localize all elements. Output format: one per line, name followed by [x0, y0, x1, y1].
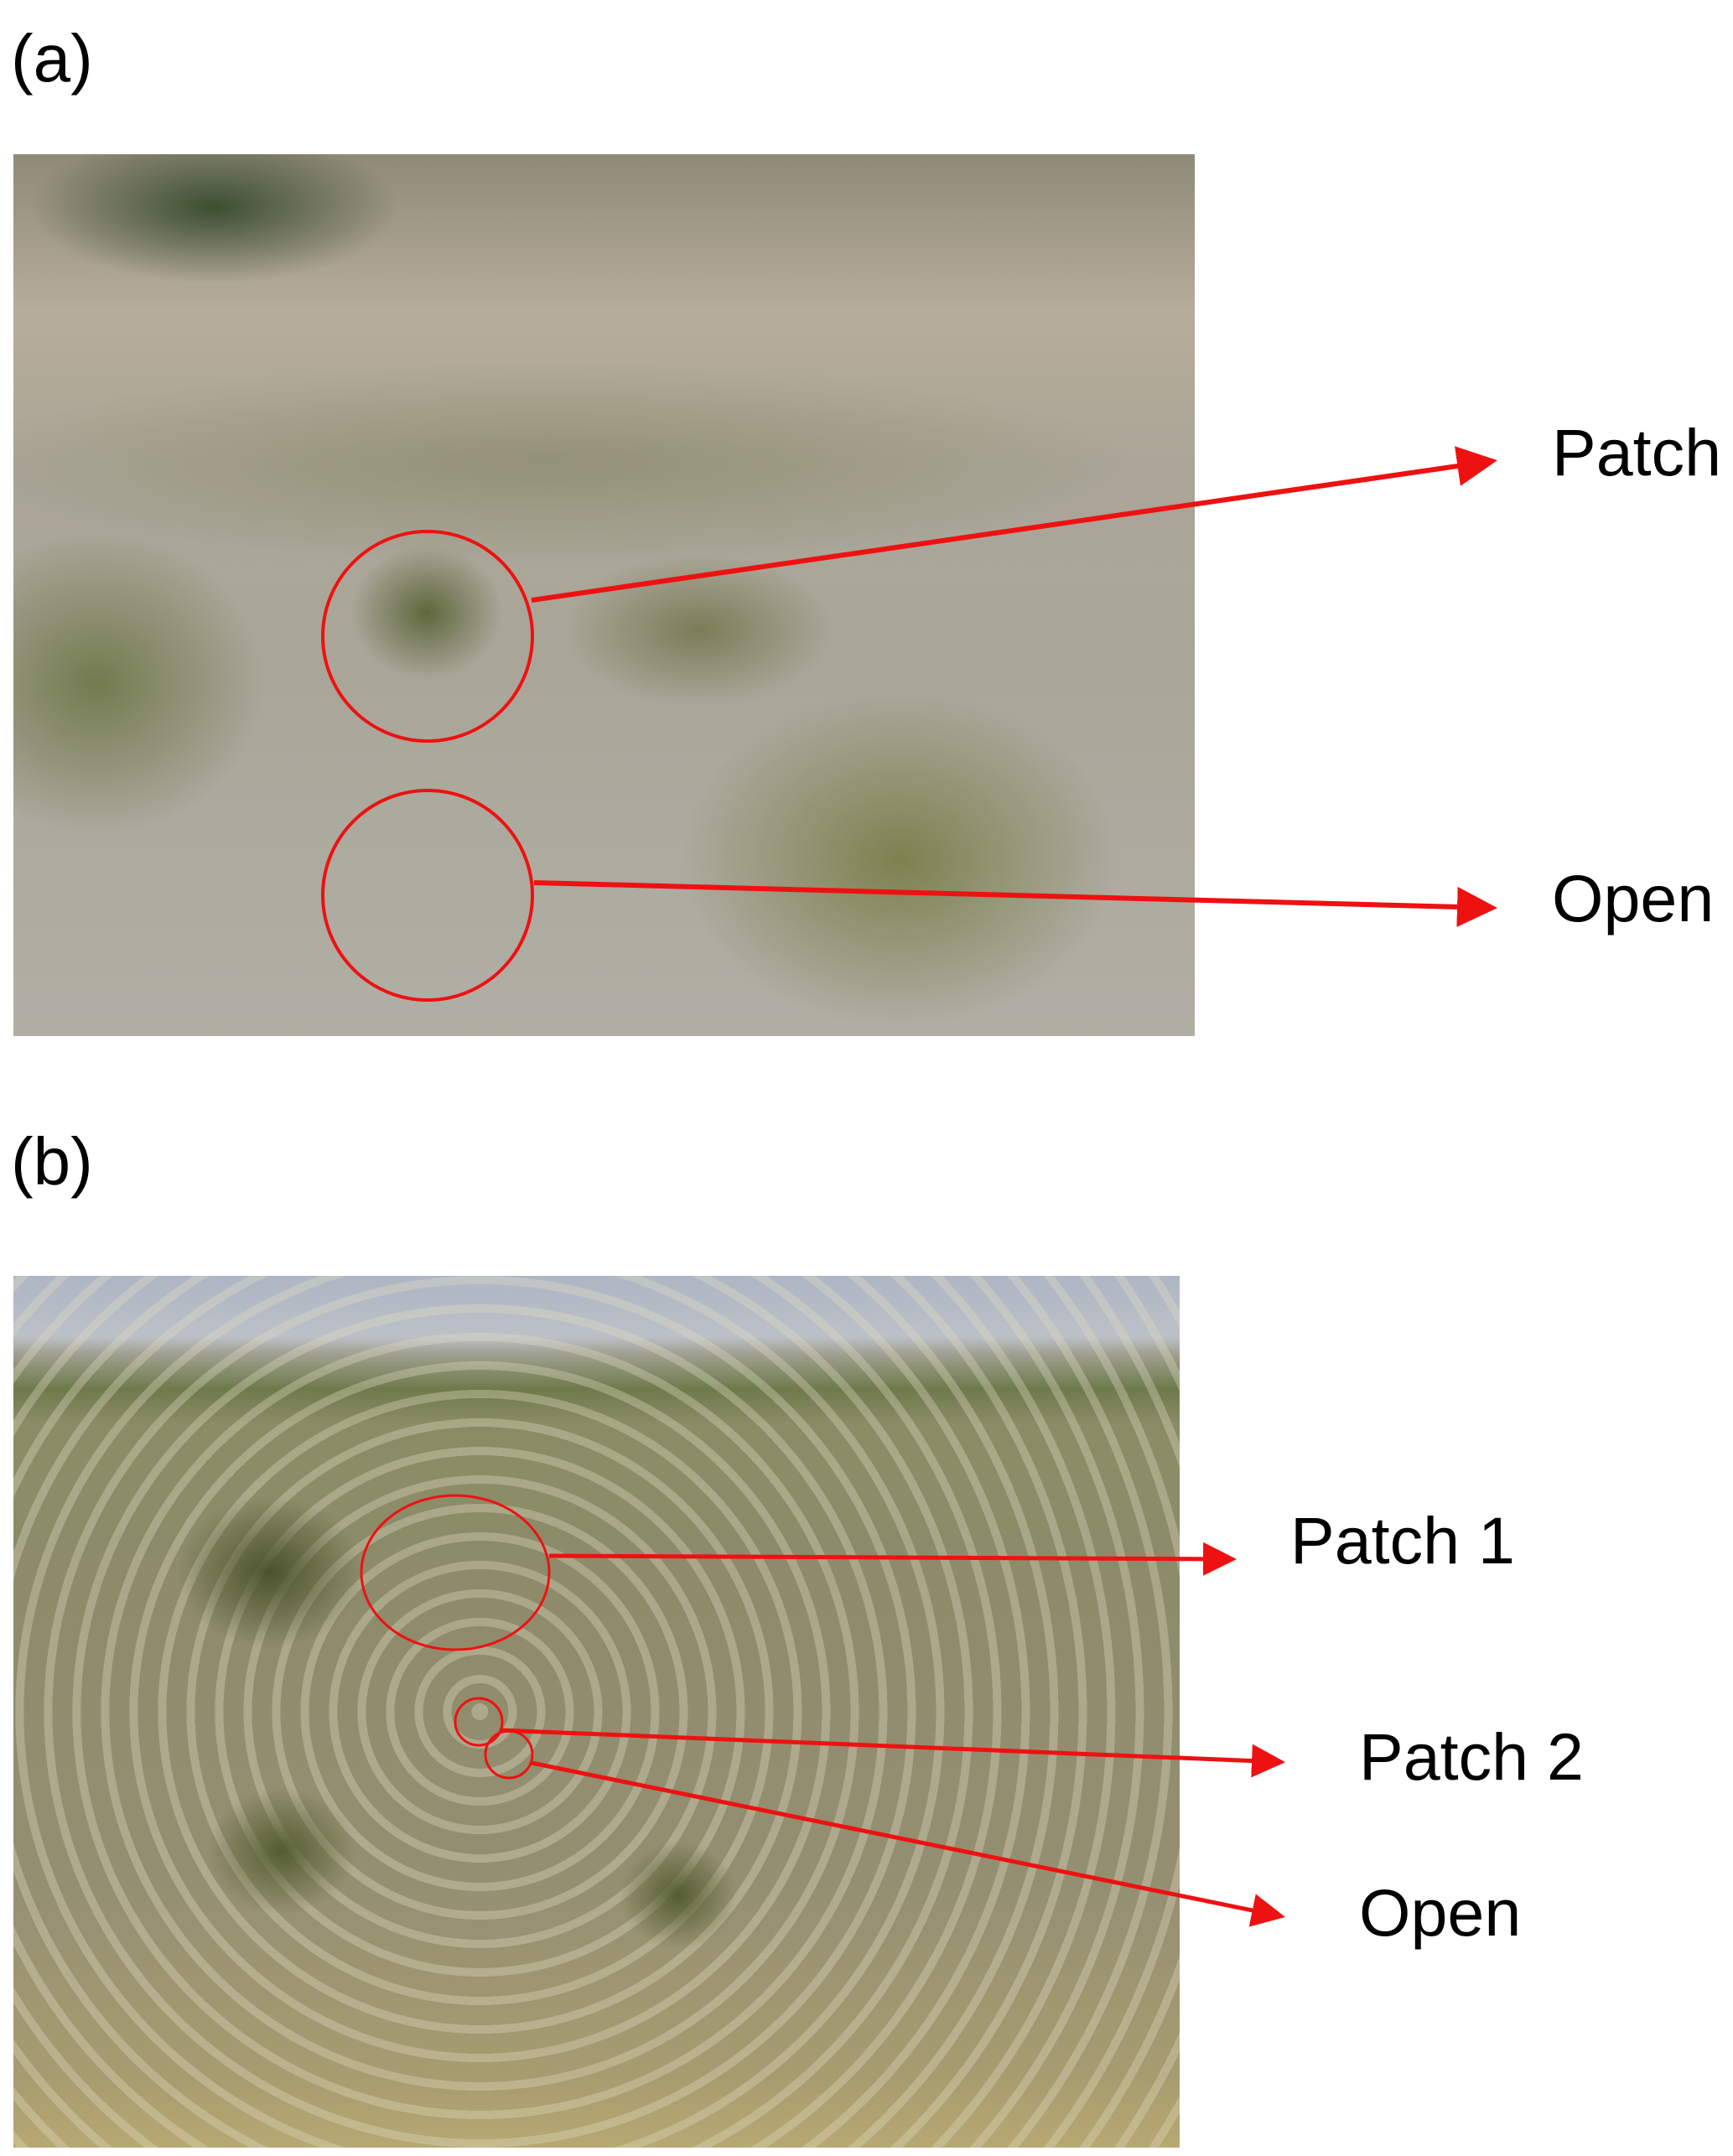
patch1-label-b: Patch 1 — [1290, 1503, 1515, 1578]
patch-arrow-a — [531, 446, 1497, 603]
patch2-arrow-b — [499, 1728, 1285, 1778]
patch2-label-b: Patch 2 — [1359, 1719, 1584, 1794]
patch-circle-a — [321, 530, 534, 743]
patch2-circle-b — [454, 1697, 504, 1747]
photo-hillside-landscape — [13, 1276, 1180, 2148]
open-arrow-a — [533, 880, 1497, 927]
open-arrow-b — [531, 1760, 1285, 1927]
open-label-b: Open — [1359, 1875, 1522, 1950]
open-circle-b — [484, 1729, 534, 1780]
open-circle-a — [321, 789, 534, 1002]
panel-a-label: (a) — [11, 21, 93, 96]
panel-b-label: (b) — [11, 1124, 93, 1199]
patch1-arrow-b — [548, 1542, 1237, 1576]
open-label-a: Open — [1552, 861, 1715, 935]
photo-grassland-close-up — [13, 154, 1195, 1036]
patch1-circle-b — [360, 1494, 551, 1651]
patch-label-a: Patch — [1552, 415, 1722, 490]
